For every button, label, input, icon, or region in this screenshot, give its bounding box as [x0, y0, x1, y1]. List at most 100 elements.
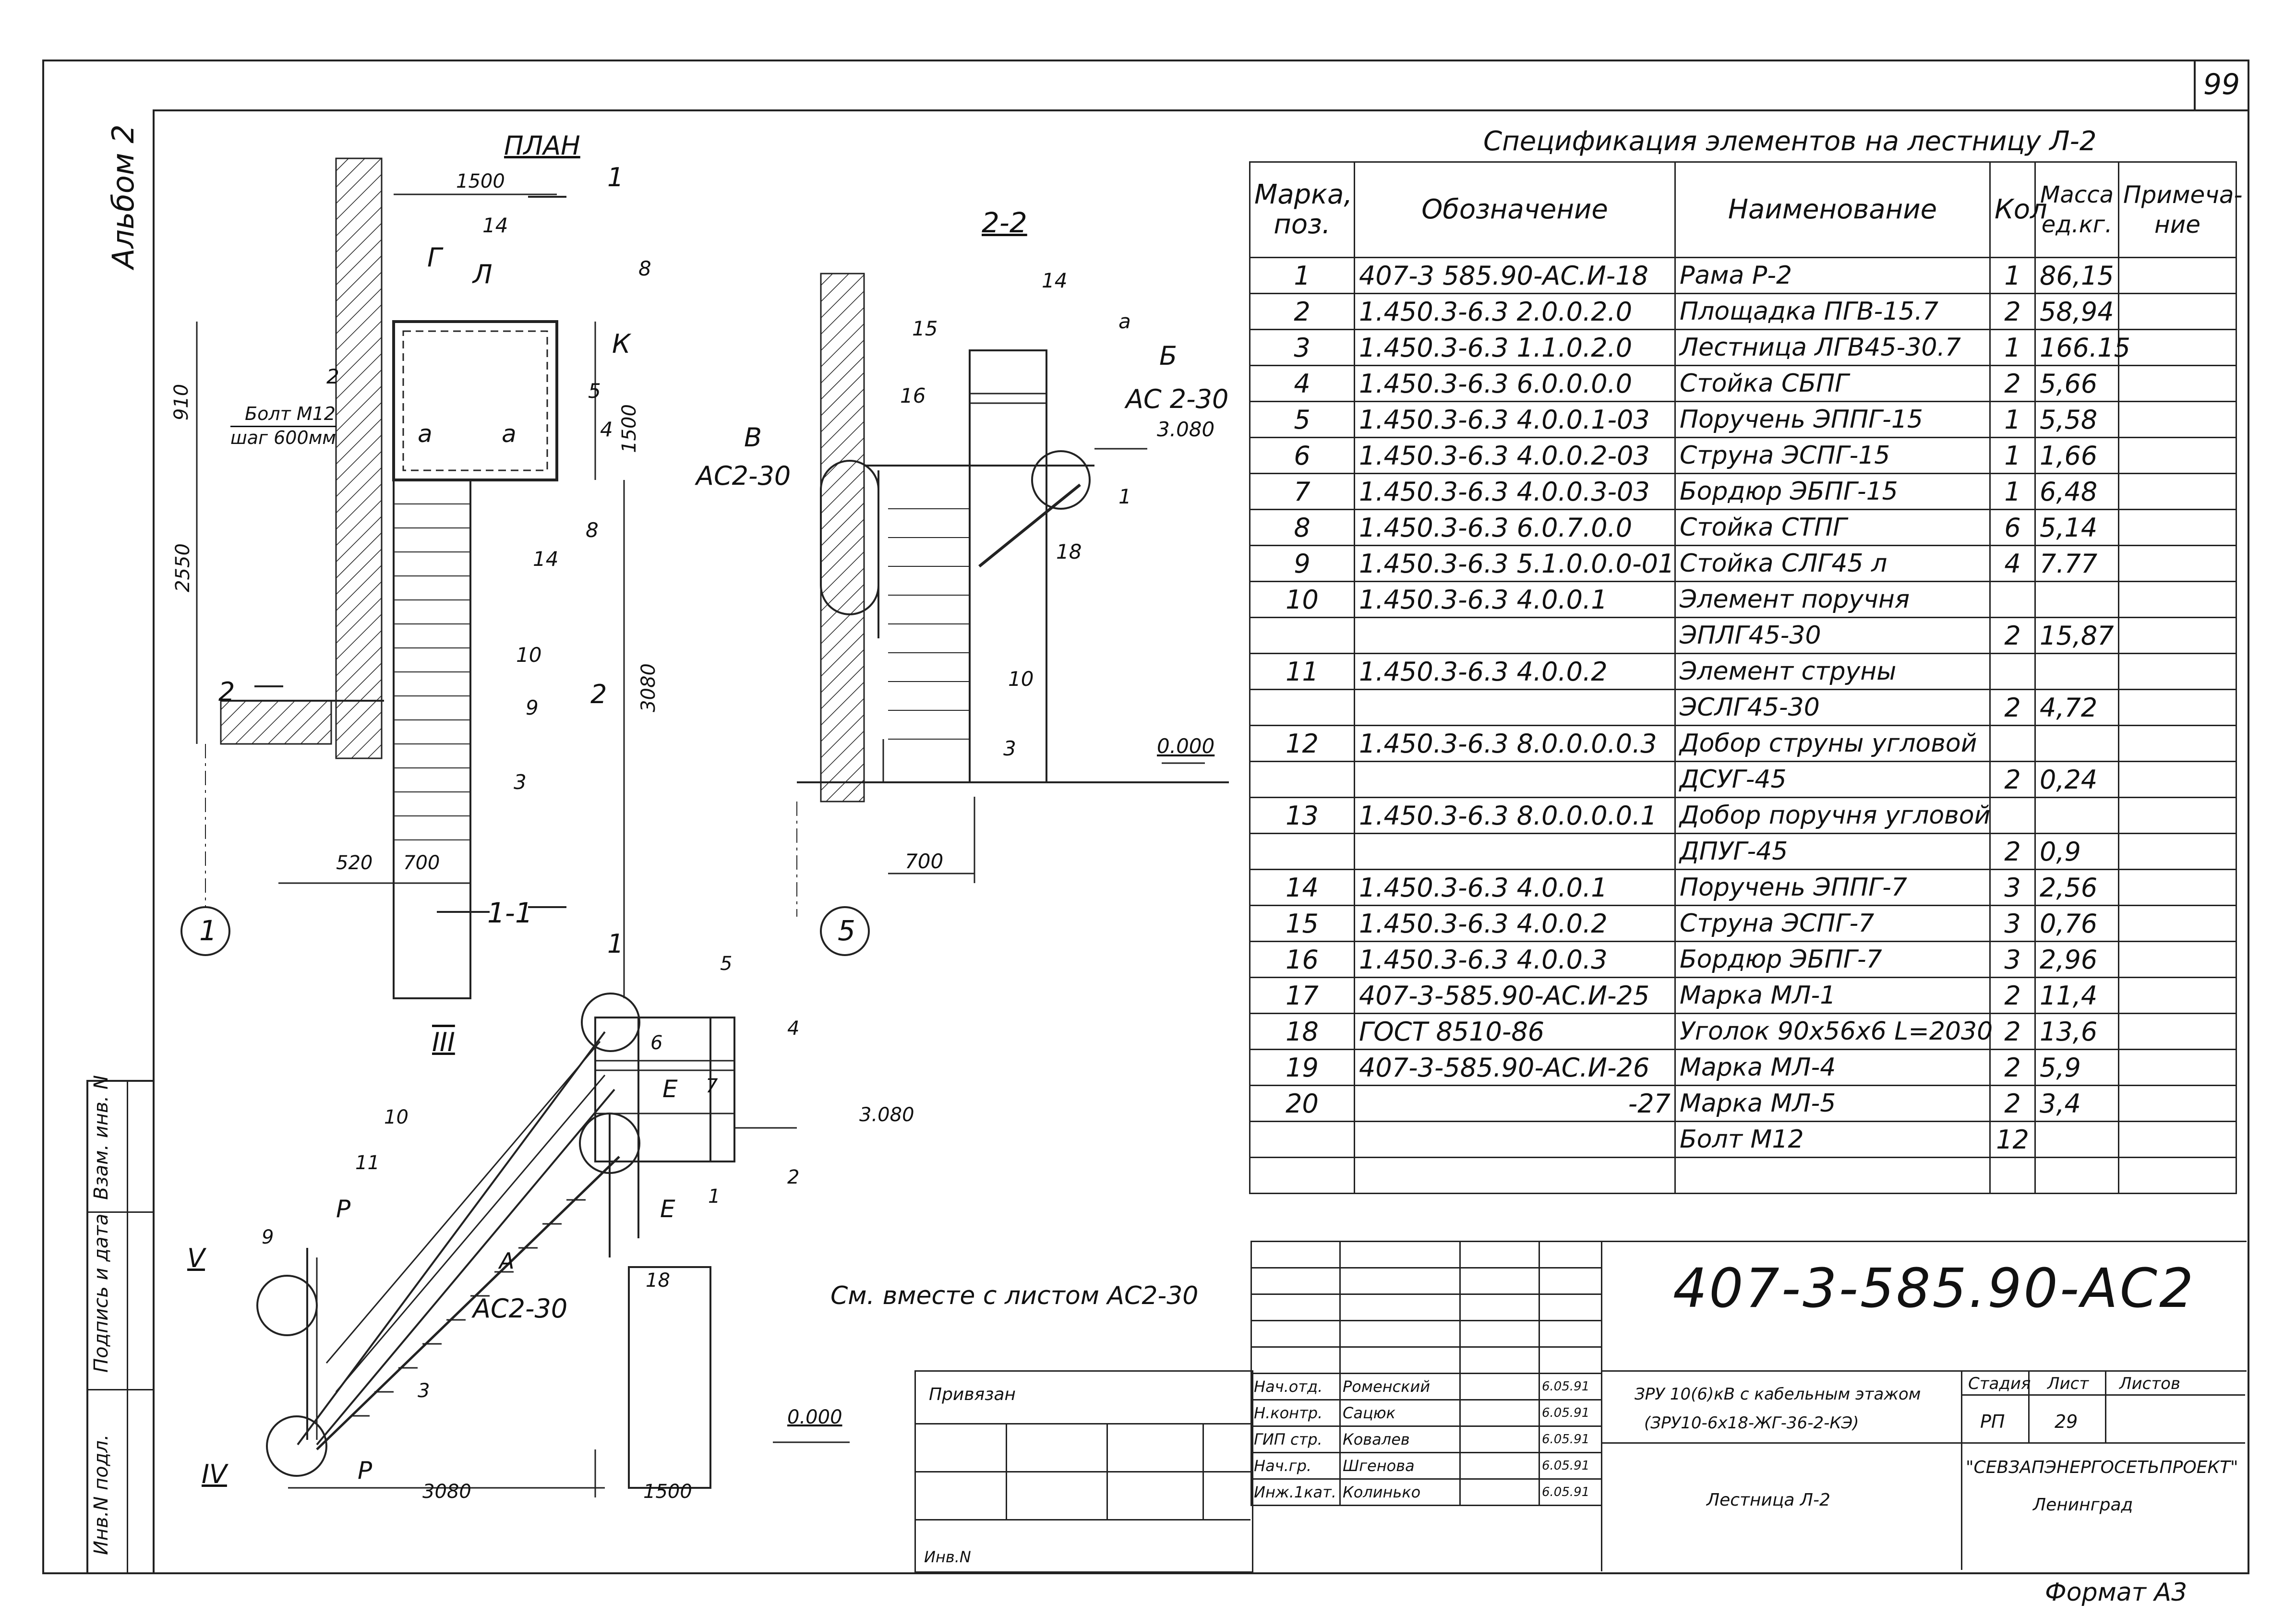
spec-cell-mark: [1249, 1157, 1355, 1194]
section-label-b: Б: [1159, 341, 1178, 371]
spec-cell-note: [2118, 1121, 2237, 1158]
section-label-15: 15: [912, 317, 938, 340]
iso-label-18: 18: [646, 1269, 670, 1292]
spec-cell-designation: [1354, 1157, 1676, 1194]
spec-cell-note: [2118, 473, 2237, 510]
spec-cell-note: [2118, 1085, 2237, 1122]
spec-cell-qty: 2: [1989, 689, 2036, 726]
spec-cell-mass: [2034, 797, 2119, 834]
section-label-3: 3: [1003, 737, 1016, 760]
spec-cell-name: Струна ЭСПГ-15: [1674, 437, 1991, 474]
stamp-role: ГИП стр.: [1250, 1425, 1341, 1453]
spec-cell-name: Болт М12: [1674, 1121, 1991, 1158]
spec-cell-mark: 11: [1249, 653, 1355, 690]
spec-cell-mark: [1249, 761, 1355, 798]
spec-cell-note: [2118, 581, 2237, 618]
side-label-replace: Взам. инв. N: [90, 1075, 112, 1200]
section-label-14: 14: [1042, 269, 1068, 292]
spec-cell-name: Площадка ПГВ-15.7: [1674, 293, 1991, 330]
stamp-person-name: Колинько: [1339, 1478, 1461, 1506]
spec-cell-designation: 1.450.3-6.3 6.0.7.0.0: [1354, 509, 1676, 546]
spec-cell-qty: 2: [1989, 977, 2036, 1014]
spec-cell-mass: [2034, 1121, 2119, 1158]
iso-label-e-bottom: Е: [660, 1195, 675, 1223]
spec-cell-mass: [2034, 725, 2119, 762]
spec-cell-mark: 9: [1249, 545, 1355, 582]
inner-frame: [153, 109, 2247, 1572]
stamp-city: Ленинград: [2033, 1495, 2133, 1515]
drawing-frame: [42, 60, 2249, 1574]
spec-cell-designation: [1354, 833, 1676, 870]
section-1-1-title: 1-1: [487, 897, 533, 929]
isometric-drawing: [256, 993, 850, 1497]
stamp-person-name: Шгенова: [1339, 1452, 1461, 1480]
spec-cell-mass: 0,24: [2034, 761, 2119, 798]
plan-title: ПЛАН: [504, 131, 580, 161]
plan-dim-1500-top: 1500: [456, 170, 505, 192]
iso-ref-ac: АС2-30: [473, 1293, 568, 1324]
spec-cell-name: Добор струны угловой: [1674, 725, 1991, 762]
spec-cell-designation: ГОСТ 8510-86: [1354, 1013, 1676, 1050]
stamp-role: Нач.гр.: [1250, 1452, 1341, 1480]
spec-cell-mass: 0,76: [2034, 905, 2119, 942]
section-label-18: 18: [1056, 540, 1082, 563]
stamp-empty-row: [1250, 1241, 1602, 1269]
iso-dim-1500: 1500: [643, 1481, 692, 1503]
spec-cell-note: [2118, 941, 2237, 978]
spec-cell-qty: 3: [1989, 941, 2036, 978]
spec-cell-name: Струна ЭСПГ-7: [1674, 905, 1991, 942]
spec-cell-note: [2118, 761, 2237, 798]
spec-cell-note: [2118, 365, 2237, 402]
stamp-signature: [1459, 1399, 1540, 1427]
spec-cell-mass: 15,87: [2034, 617, 2119, 654]
section-label-a: а: [1118, 310, 1131, 333]
iso-elev-top: 3.080: [859, 1104, 914, 1126]
section-ref-b: АС 2-30: [1126, 384, 1229, 414]
spec-cell-note: [2118, 869, 2237, 906]
plan-label-k: К: [612, 329, 631, 359]
spec-cell-designation: [1354, 689, 1676, 726]
section-label-1: 1: [1118, 485, 1131, 508]
iso-label-5: 5: [720, 953, 733, 975]
spec-header-designation: Обозначение: [1354, 161, 1676, 258]
spec-cell-note: [2118, 905, 2237, 942]
spec-cell-qty: 1: [1989, 473, 2036, 510]
spec-table: Марка, поз. Обозначение Наименование Кол…: [1249, 161, 2243, 1194]
stamp-signature: [1459, 1452, 1540, 1480]
stamp-date: 6.05.91: [1539, 1425, 1602, 1453]
spec-cell-designation: 1.450.3-6.3 4.0.0.1-03: [1354, 401, 1676, 438]
spec-cell-mark: 6: [1249, 437, 1355, 474]
spec-cell-name: Рама Р-2: [1674, 257, 1991, 294]
stamp-sheet-name: Лестница Л-2: [1707, 1490, 1830, 1510]
spec-cell-name: Элемент струны: [1674, 653, 1991, 690]
spec-cell-qty: 2: [1989, 365, 2036, 402]
spec-cell-mass: 4,72: [2034, 689, 2119, 726]
spec-cell-mass: 0,9: [2034, 833, 2119, 870]
stamp-stage-header: Стадия: [1968, 1374, 2031, 1393]
spec-cell-qty: 2: [1989, 833, 2036, 870]
spec-cell-qty: 3: [1989, 905, 2036, 942]
spec-cell-qty: 2: [1989, 761, 2036, 798]
stamp-person-name: Сацюк: [1339, 1399, 1461, 1427]
plan-label-2-right: 2: [590, 679, 607, 709]
stamp-date: 6.05.91: [1539, 1478, 1602, 1506]
spec-cell-mark: 18: [1249, 1013, 1355, 1050]
iso-label-3: 3: [418, 1380, 430, 1402]
stamp-sheet-header: Лист: [2047, 1374, 2089, 1393]
spec-cell-mark: 13: [1249, 797, 1355, 834]
iso-label-1: 1: [708, 1185, 721, 1208]
axis-1: 1: [199, 914, 217, 947]
plan-label-10: 10: [516, 643, 542, 667]
spec-cell-name: Бордюр ЭБПГ-15: [1674, 473, 1991, 510]
